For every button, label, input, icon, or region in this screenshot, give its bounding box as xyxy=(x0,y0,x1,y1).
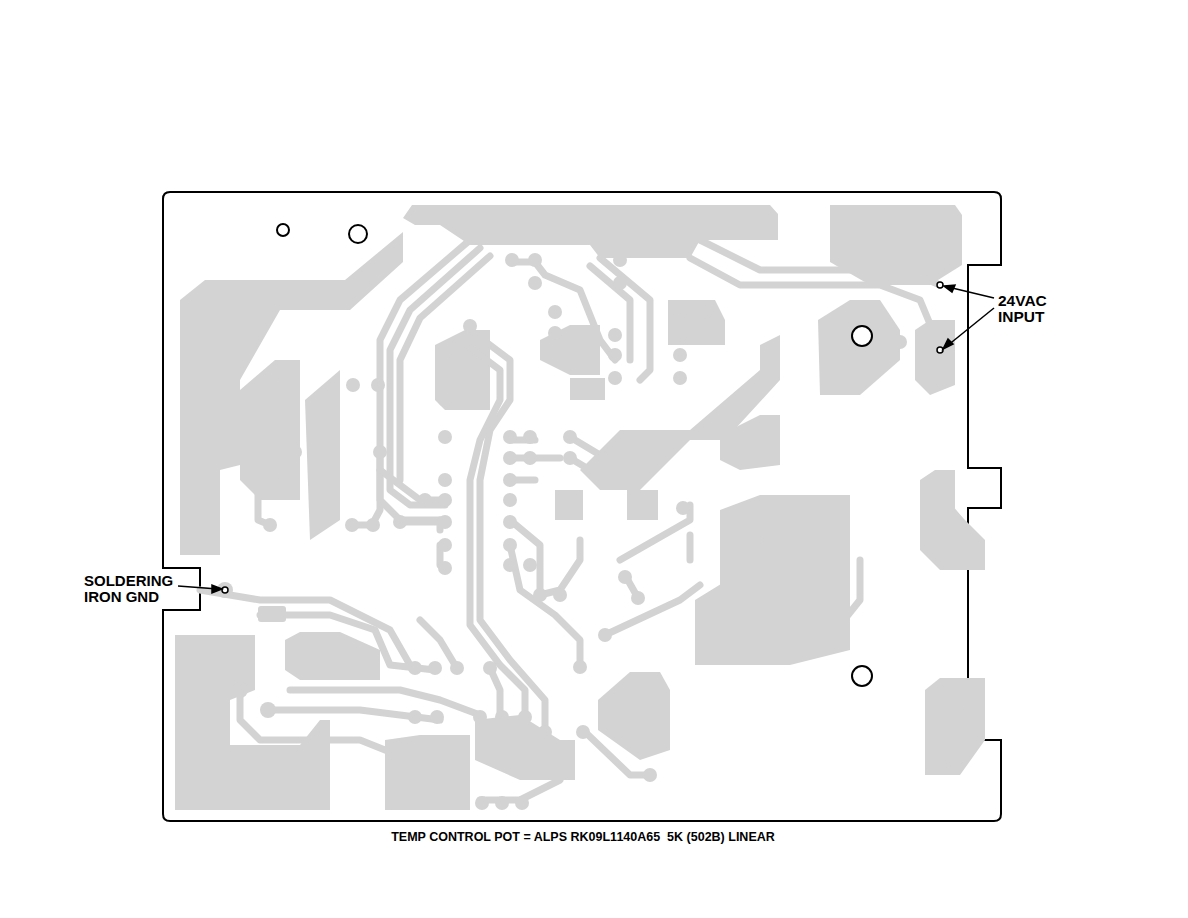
solder-pads xyxy=(217,253,947,810)
part-note: TEMP CONTROL POT = ALPS RK09L1140A65 5K … xyxy=(391,830,775,844)
copper-pour xyxy=(175,205,985,810)
copper-traces xyxy=(200,240,960,800)
mounting-holes xyxy=(277,224,872,686)
board-outline xyxy=(163,192,1001,821)
pad-holes xyxy=(222,282,943,593)
input-label: 24VAC INPUT xyxy=(998,293,1060,326)
leader-arrows xyxy=(178,285,994,593)
ground-label: SOLDERING IRON GND xyxy=(84,573,196,605)
